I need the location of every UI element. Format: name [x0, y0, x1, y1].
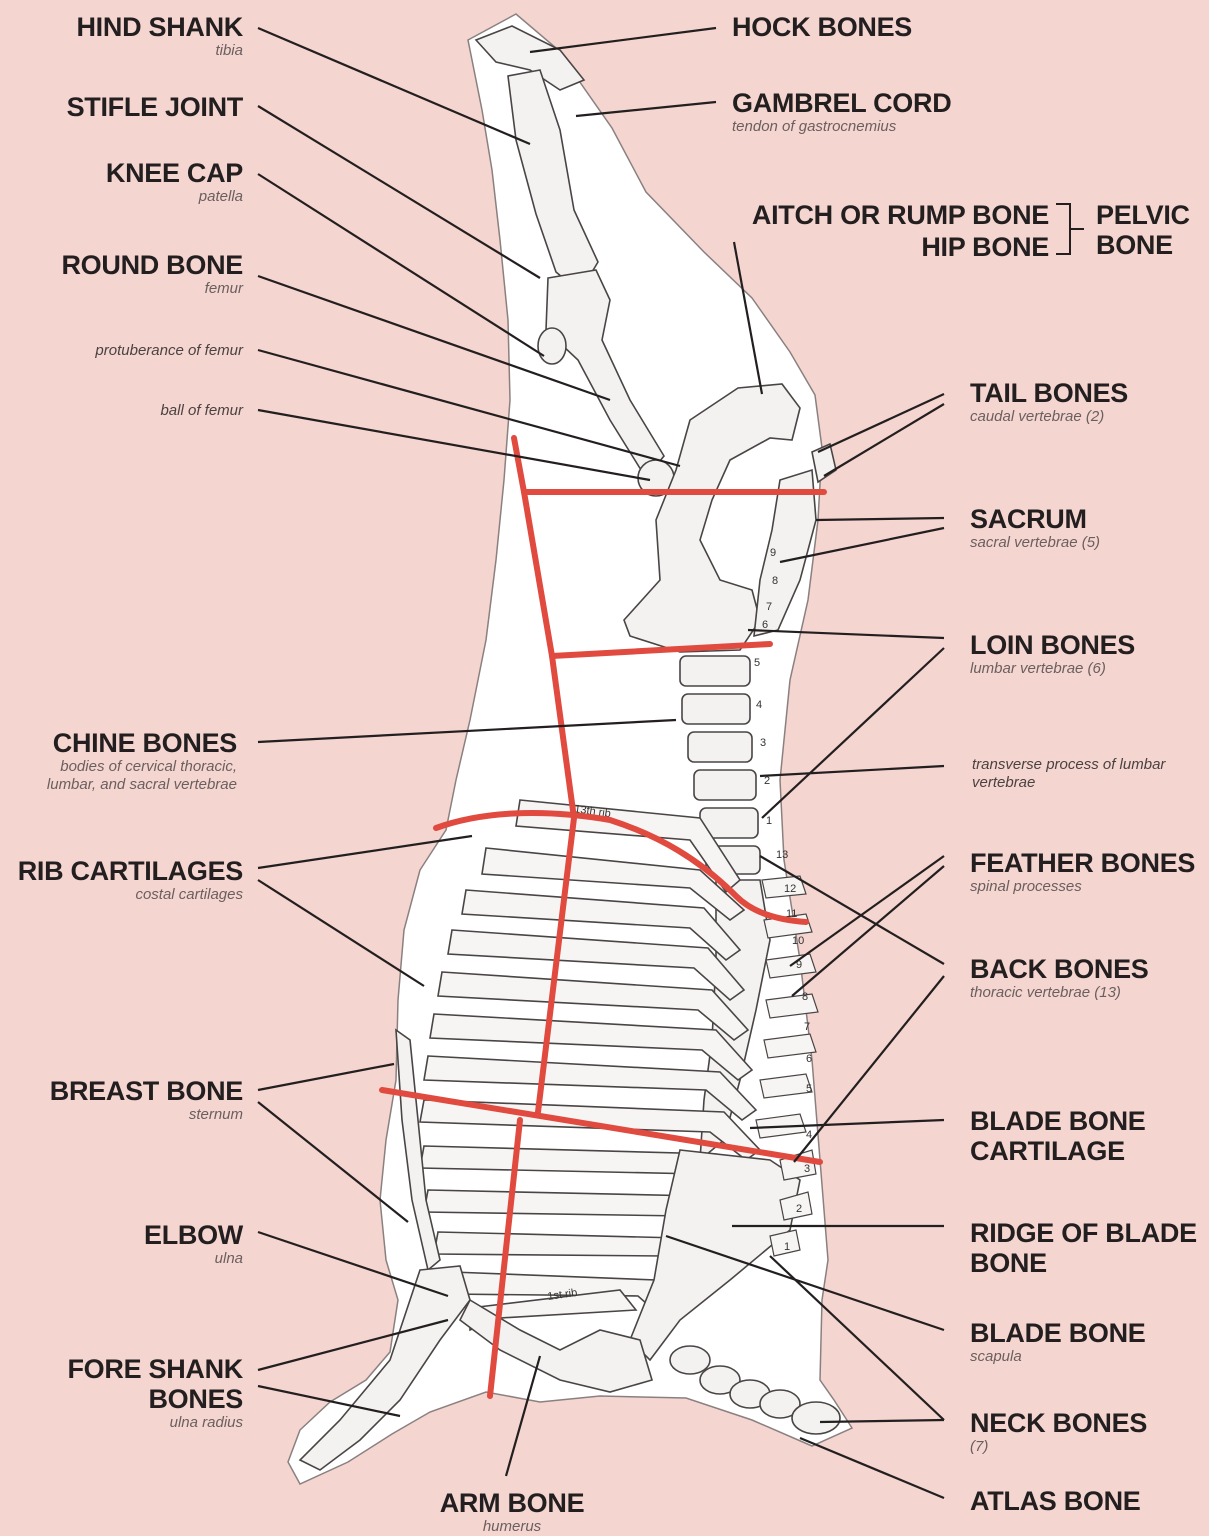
label-stifle-joint: STIFLE JOINT	[67, 92, 243, 122]
breast-bone-title: BREAST BONE	[50, 1076, 243, 1106]
label-knee-cap: KNEE CAP patella	[106, 158, 243, 206]
rib-cartilages-title: RIB CARTILAGES	[18, 856, 243, 886]
thoracic-number-12: 12	[784, 883, 796, 895]
label-ridge-of-blade-bone: RIDGE OF BLADE BONE	[970, 1218, 1197, 1278]
thoracic-number-13: 13	[776, 849, 788, 861]
label-breast-bone: BREAST BONE sternum	[50, 1076, 243, 1124]
label-round-bone: ROUND BONE femur	[61, 250, 243, 298]
tail-bones-sub: caudal vertebrae (2)	[970, 408, 1128, 426]
label-hip-bone: HIP BONE	[921, 232, 1049, 262]
lumbar-number-5: 5	[754, 657, 760, 669]
blade-bone-cartilage-line1: BLADE BONE	[970, 1106, 1146, 1136]
thoracic-number-10: 10	[792, 935, 804, 947]
thoracic-number-2: 2	[796, 1203, 802, 1215]
thoracic-number-3: 3	[804, 1163, 810, 1175]
fore-shank-sub: ulna radius	[67, 1414, 243, 1432]
label-atlas-bone: ATLAS BONE	[970, 1486, 1141, 1516]
patella-shape	[538, 328, 566, 364]
label-protuberance-of-femur: protuberance of femur	[95, 342, 243, 360]
label-ball-of-femur: ball of femur	[160, 402, 243, 420]
fore-shank-title-line2: BONES	[67, 1384, 243, 1414]
loin-bones-sub: lumbar vertebrae (6)	[970, 660, 1135, 678]
blade-bone-sub: scapula	[970, 1348, 1146, 1366]
pelvic-bracket	[1056, 204, 1084, 254]
loin-bones-title: LOIN BONES	[970, 630, 1135, 660]
chine-bones-sub: bodies of cervical thoracic, lumbar, and…	[7, 758, 237, 794]
atlas-bone-title: ATLAS BONE	[970, 1486, 1141, 1516]
round-bone-title: ROUND BONE	[61, 250, 243, 280]
stifle-joint-title: STIFLE JOINT	[67, 92, 243, 122]
arm-bone-sub: humerus	[412, 1518, 612, 1536]
arm-bone-title: ARM BONE	[412, 1488, 612, 1518]
label-transverse-process: transverse process of lumbar vertebrae	[972, 756, 1182, 792]
thoracic-number-7: 7	[804, 1021, 810, 1033]
sacral-number-9: 9	[770, 547, 776, 559]
hip-bone-title: HIP BONE	[921, 232, 1049, 262]
lumbar-number-3: 3	[760, 737, 766, 749]
sacral-number-7: 7	[766, 601, 772, 613]
hock-bones-title: HOCK BONES	[732, 12, 912, 42]
label-elbow: ELBOW ulna	[144, 1220, 243, 1268]
label-loin-bones: LOIN BONES lumbar vertebrae (6)	[970, 630, 1135, 678]
lumbar-number-1: 1	[766, 815, 772, 827]
lumbar-number-4: 4	[756, 699, 762, 711]
label-back-bones: BACK BONES thoracic vertebrae (13)	[970, 954, 1149, 1002]
label-hind-shank: HIND SHANK tibia	[76, 12, 243, 60]
thoracic-number-5: 5	[806, 1083, 812, 1095]
hind-shank-sub: tibia	[76, 42, 243, 60]
label-pelvic-bone: PELVIC BONE	[1096, 200, 1190, 260]
knee-cap-title: KNEE CAP	[106, 158, 243, 188]
label-neck-bones: NECK BONES (7)	[970, 1408, 1147, 1456]
pelvic-bone-line1: PELVIC	[1096, 200, 1190, 230]
feather-bones-title: FEATHER BONES	[970, 848, 1195, 878]
label-tail-bones: TAIL BONES caudal vertebrae (2)	[970, 378, 1128, 426]
label-sacrum: SACRUM sacral vertebrae (5)	[970, 504, 1100, 552]
pelvic-bone-line2: BONE	[1096, 230, 1190, 260]
fore-shank-title-line1: FORE SHANK	[67, 1354, 243, 1384]
chine-bones-title: CHINE BONES	[7, 728, 237, 758]
feather-bones-sub: spinal processes	[970, 878, 1195, 896]
label-gambrel-cord: GAMBREL CORD tendon of gastrocnemius	[732, 88, 951, 136]
ridge-of-blade-bone-line2: BONE	[970, 1248, 1197, 1278]
neck-bones-sub: (7)	[970, 1438, 1147, 1456]
elbow-title: ELBOW	[144, 1220, 243, 1250]
breast-bone-sub: sternum	[50, 1106, 243, 1124]
label-feather-bones: FEATHER BONES spinal processes	[970, 848, 1195, 896]
thoracic-number-8: 8	[802, 991, 808, 1003]
thoracic-number-1: 1	[784, 1241, 790, 1253]
gambrel-cord-sub: tendon of gastrocnemius	[732, 118, 951, 136]
knee-cap-sub: patella	[106, 188, 243, 206]
label-arm-bone: ARM BONE humerus	[412, 1488, 612, 1536]
ridge-of-blade-bone-line1: RIDGE OF BLADE	[970, 1218, 1197, 1248]
elbow-sub: ulna	[144, 1250, 243, 1268]
rib-cartilages-sub: costal cartilages	[18, 886, 243, 904]
gambrel-cord-title: GAMBREL CORD	[732, 88, 951, 118]
label-chine-bones: CHINE BONES bodies of cervical thoracic,…	[7, 728, 237, 794]
round-bone-sub: femur	[61, 280, 243, 298]
label-aitch-or-rump-bone: AITCH OR RUMP BONE	[752, 200, 1049, 230]
back-bones-title: BACK BONES	[970, 954, 1149, 984]
label-blade-bone: BLADE BONE scapula	[970, 1318, 1146, 1366]
blade-bone-title: BLADE BONE	[970, 1318, 1146, 1348]
aitch-bone-title: AITCH OR RUMP BONE	[752, 200, 1049, 230]
thoracic-number-6: 6	[806, 1053, 812, 1065]
neck-bones-title: NECK BONES	[970, 1408, 1147, 1438]
label-blade-bone-cartilage: BLADE BONE CARTILAGE	[970, 1106, 1146, 1166]
hind-shank-title: HIND SHANK	[76, 12, 243, 42]
lumbar-number-6: 6	[762, 619, 768, 631]
sacrum-title: SACRUM	[970, 504, 1100, 534]
label-fore-shank-bones: FORE SHANK BONES ulna radius	[67, 1354, 243, 1432]
tail-bones-title: TAIL BONES	[970, 378, 1128, 408]
blade-bone-cartilage-line2: CARTILAGE	[970, 1136, 1146, 1166]
label-hock-bones: HOCK BONES	[732, 12, 912, 42]
label-rib-cartilages: RIB CARTILAGES costal cartilages	[18, 856, 243, 904]
sacral-number-8: 8	[772, 575, 778, 587]
sacrum-sub: sacral vertebrae (5)	[970, 534, 1100, 552]
back-bones-sub: thoracic vertebrae (13)	[970, 984, 1149, 1002]
